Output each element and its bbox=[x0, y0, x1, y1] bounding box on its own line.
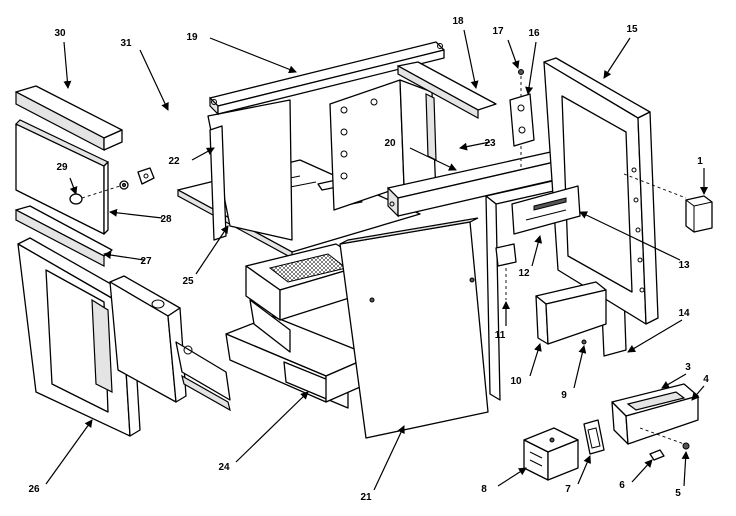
callout-label-4: 4 bbox=[703, 374, 709, 385]
callout-leader-9 bbox=[573, 345, 587, 389]
callout-leader-17 bbox=[507, 39, 520, 69]
callout-leader-13 bbox=[579, 211, 681, 261]
callout-label-31: 31 bbox=[120, 38, 132, 49]
callout-leader-24 bbox=[235, 391, 309, 463]
callout-leader-22 bbox=[191, 147, 215, 161]
callout-label-21: 21 bbox=[360, 492, 372, 503]
callout-label-20: 20 bbox=[384, 138, 396, 149]
callout-label-8: 8 bbox=[481, 484, 487, 495]
callout-label-7: 7 bbox=[565, 484, 571, 495]
callout-leader-28 bbox=[109, 208, 163, 219]
callout-label-25: 25 bbox=[182, 276, 194, 287]
callout-leader-10 bbox=[529, 343, 542, 377]
callout-label-13: 13 bbox=[678, 260, 690, 271]
callout-label-29: 29 bbox=[56, 162, 68, 173]
callout-label-14: 14 bbox=[678, 308, 690, 319]
callout-leader-8 bbox=[497, 467, 527, 487]
callout-leader-18 bbox=[463, 29, 479, 89]
callout-leader-21 bbox=[373, 425, 405, 491]
part-10-lower-housing bbox=[535, 281, 607, 345]
callout-label-16: 16 bbox=[528, 28, 540, 39]
callout-leader-7 bbox=[577, 455, 591, 485]
callout-leader-26 bbox=[45, 419, 93, 485]
callout-label-10: 10 bbox=[510, 376, 522, 387]
callout-label-3: 3 bbox=[685, 362, 691, 373]
firebox-side-column bbox=[109, 275, 231, 412]
callout-leader-4 bbox=[691, 385, 705, 401]
callout-label-23: 23 bbox=[484, 138, 496, 149]
callout-leader-5 bbox=[681, 451, 690, 487]
part-30-trim-strip bbox=[15, 85, 123, 151]
callout-leader-29 bbox=[69, 177, 78, 195]
part-8-valve-body bbox=[523, 427, 579, 481]
callout-leader-6 bbox=[631, 459, 653, 483]
callout-label-9: 9 bbox=[561, 390, 567, 401]
callout-label-12: 12 bbox=[518, 268, 530, 279]
callout-label-22: 22 bbox=[168, 156, 180, 167]
callout-label-6: 6 bbox=[619, 480, 625, 491]
callout-label-30: 30 bbox=[54, 28, 66, 39]
callout-leader-27 bbox=[103, 251, 145, 261]
callout-leader-23 bbox=[459, 141, 491, 151]
part-3-burner-tray bbox=[611, 383, 699, 445]
part-15-side-panel bbox=[543, 57, 659, 325]
callout-leader-16 bbox=[525, 41, 537, 95]
callout-leader-14 bbox=[627, 319, 683, 353]
callout-label-28: 28 bbox=[160, 214, 172, 225]
callout-leader-25 bbox=[195, 225, 229, 275]
callout-label-17: 17 bbox=[492, 26, 504, 37]
part-7-gasket bbox=[583, 419, 605, 455]
callout-leader-30 bbox=[63, 41, 72, 89]
callout-leader-15 bbox=[603, 37, 631, 79]
callout-label-15: 15 bbox=[626, 24, 638, 35]
part-12-control-panel bbox=[511, 185, 581, 235]
callout-layer: 1345678910111213141516171819202122232425… bbox=[28, 16, 709, 503]
callout-leader-31 bbox=[139, 49, 169, 111]
callout-leader-19 bbox=[209, 37, 297, 74]
callout-leader-3 bbox=[661, 373, 687, 389]
part-11-small-plate bbox=[495, 243, 517, 300]
part-28-front-panel bbox=[14, 119, 110, 235]
part-27-lower-trim bbox=[15, 205, 113, 267]
callout-label-26: 26 bbox=[28, 484, 40, 495]
part-26-door-frame bbox=[17, 237, 141, 437]
callout-label-1: 1 bbox=[697, 156, 703, 167]
callout-label-19: 19 bbox=[186, 32, 198, 43]
callout-label-18: 18 bbox=[452, 16, 464, 27]
callout-label-11: 11 bbox=[495, 330, 506, 341]
callout-leader-12 bbox=[531, 235, 543, 267]
part-16-bracket bbox=[509, 69, 535, 170]
part-29-knob-assembly bbox=[69, 167, 155, 205]
callout-label-5: 5 bbox=[675, 488, 681, 499]
callout-label-24: 24 bbox=[218, 462, 230, 473]
part-5-screw bbox=[639, 427, 690, 450]
callout-label-27: 27 bbox=[140, 256, 152, 267]
callout-leader-20 bbox=[409, 147, 457, 171]
part-1-connector bbox=[623, 173, 713, 233]
part-6-clip bbox=[649, 449, 665, 461]
